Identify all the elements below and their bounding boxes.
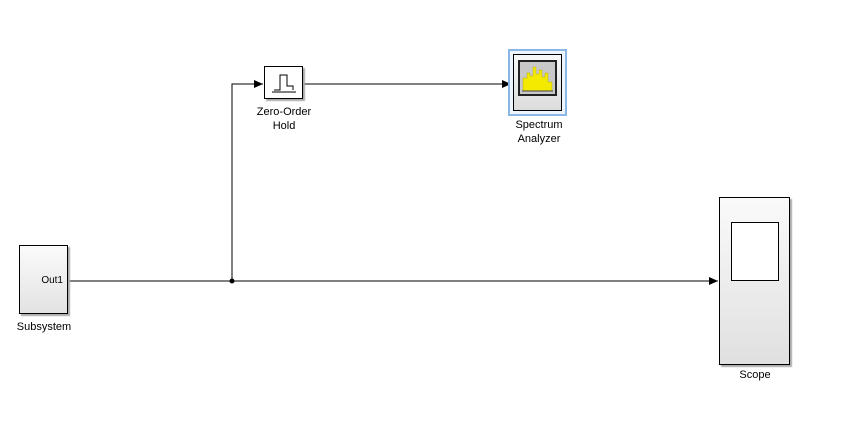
scope-label: Scope — [739, 369, 771, 381]
branch-point — [229, 278, 235, 284]
staircase-step-icon — [272, 74, 296, 93]
spectrum-screen — [518, 60, 557, 96]
subsystem-block[interactable]: Out1 — [19, 245, 68, 314]
zero-order-hold-block[interactable] — [264, 66, 303, 99]
zero-order-hold-label: Zero-Order Hold — [256, 106, 312, 132]
spectrum-analyzer-label: Spectrum Analyzer — [515, 119, 563, 145]
spectrum-bars-icon — [522, 66, 553, 92]
subsystem-port-out-label: Out1 — [41, 275, 63, 286]
scope-screen-icon — [731, 222, 779, 281]
scope-block[interactable] — [719, 197, 790, 365]
signal-branch-to-zoh[interactable] — [231, 80, 263, 281]
subsystem-label: Subsystem — [16, 321, 72, 333]
spectrum-analyzer-block[interactable] — [513, 54, 562, 111]
